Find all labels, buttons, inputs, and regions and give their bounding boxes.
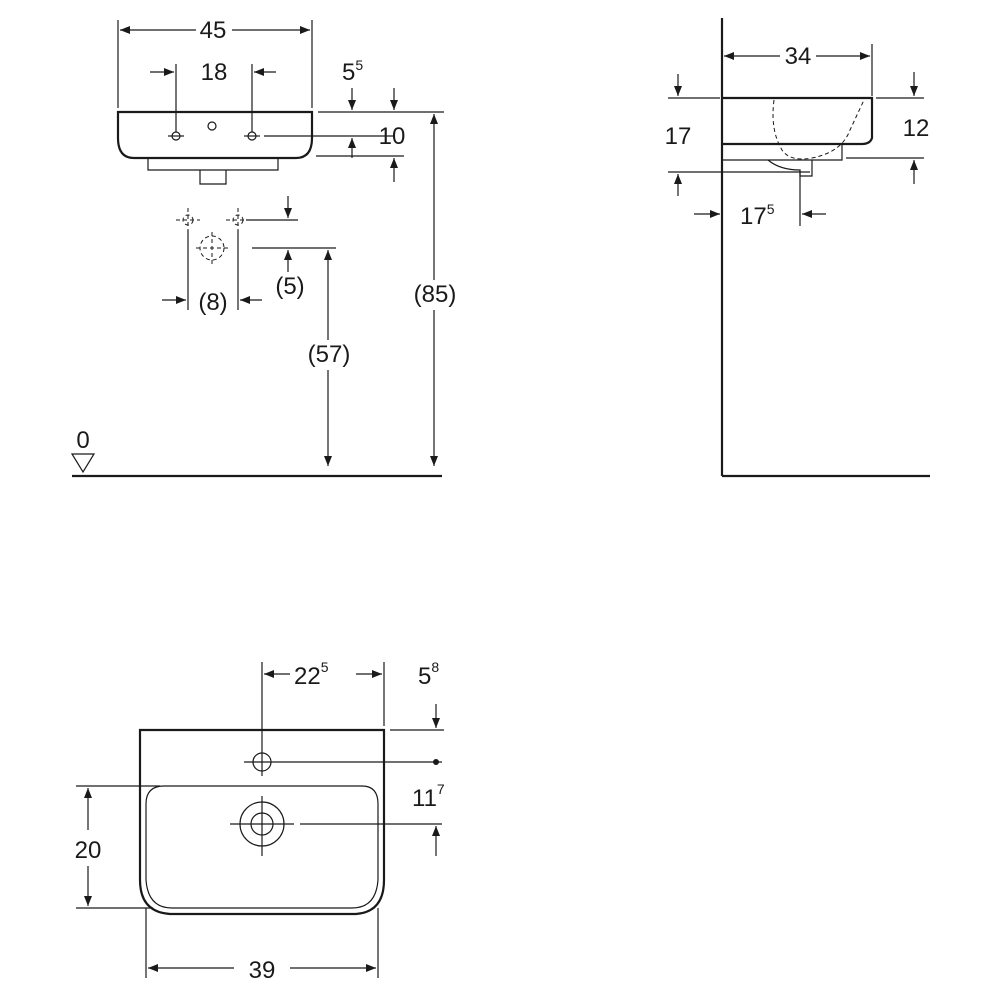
side-view: 34 17 12 175 [665,18,930,478]
basin-side-outline [722,96,874,146]
basin-top-outline [138,728,386,916]
basin-side-underside [721,144,843,161]
waste-connection [196,232,228,264]
top-bowl-depth-label: 20 [75,837,102,864]
floor-datum-icon [70,453,96,474]
top-tap-hole [244,748,442,776]
side-waste-outlet [767,159,813,177]
waste-spacing-label: (8) [198,289,227,316]
side-depth-label: 34 [785,43,812,70]
waste-outlet [199,170,227,185]
tap-hole-left [168,131,184,141]
floor-label: 0 [76,427,89,454]
side-bowl-height-label: 17 [665,123,692,150]
top-drain-offset-label: 117 [412,781,445,812]
basin-bowl-hidden [772,99,865,160]
basin-front-underside [147,158,279,171]
top-bowl-width-label: 39 [249,957,276,984]
top-back-offset-label: 58 [418,659,439,690]
front-view: 45 18 55 10 (85) [70,17,460,478]
rim-height-label: (85) [414,281,457,308]
tap-drop-label: 10 [379,123,406,150]
basin-front-outline [116,110,314,160]
top-tap-offset-label: 225 [294,659,329,690]
tap-hole-right [244,131,260,141]
overflow-offset-label: 55 [342,57,363,86]
tap-spacing-label: 18 [201,59,228,86]
supply-left [176,208,200,232]
overflow-hole [207,121,217,131]
front-width-label: 45 [200,17,227,44]
top-view: 225 58 117 20 39 [75,659,445,984]
side-waste-projection-label: 175 [740,201,775,230]
side-front-height-label: 12 [903,115,930,142]
supply-right [226,208,250,232]
waste-height-label: (57) [308,341,351,368]
top-drain [230,796,442,856]
waste-offset-label: (5) [275,273,304,300]
basin-top-bowl [145,785,379,909]
